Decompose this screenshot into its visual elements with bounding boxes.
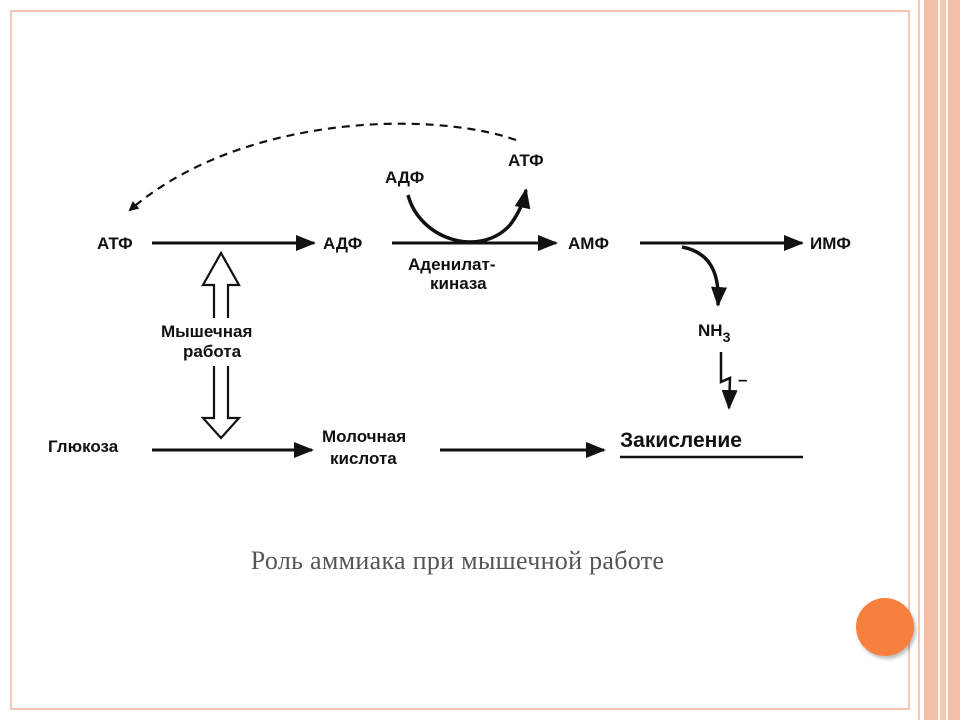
arrow-amp-to-nh3: [681, 245, 728, 307]
enzyme-label-line1: Аденилат-: [408, 255, 495, 274]
enzyme-label-line2: киназа: [430, 274, 487, 293]
node-glucose: Глюкоза: [48, 437, 119, 456]
node-adp: АДФ: [323, 234, 362, 253]
arrow-dashed-feedback: [128, 122, 517, 212]
node-nh3: NH3: [698, 321, 731, 345]
slide-frame: [10, 10, 910, 710]
node-amp: АМФ: [568, 234, 609, 253]
decorative-side-stripes: [918, 0, 960, 720]
node-atp-left: АТФ: [97, 234, 133, 253]
inhibition-sign: –: [738, 370, 747, 389]
node-lactic-acid-line1: Молочная: [322, 427, 406, 446]
node-imp: ИМФ: [810, 234, 851, 253]
arrow-nh3-inhibits-acidification: [719, 352, 738, 410]
arrow-adp-to-atp-curve: [406, 188, 531, 244]
muscle-label-backdrop: [152, 318, 292, 366]
accent-circle: [856, 598, 914, 656]
muscle-work-label-line1-top: Мышечная: [161, 322, 252, 341]
node-acidification: Закисление: [620, 429, 742, 452]
node-adp-top: АДФ: [385, 168, 424, 187]
slide-caption: Роль аммиака при мышечной работе: [250, 546, 665, 575]
muscle-work-label-line2-top: работа: [183, 342, 242, 361]
node-lactic-acid-line2: кислота: [330, 449, 397, 468]
node-atp-top: АТФ: [508, 151, 544, 170]
